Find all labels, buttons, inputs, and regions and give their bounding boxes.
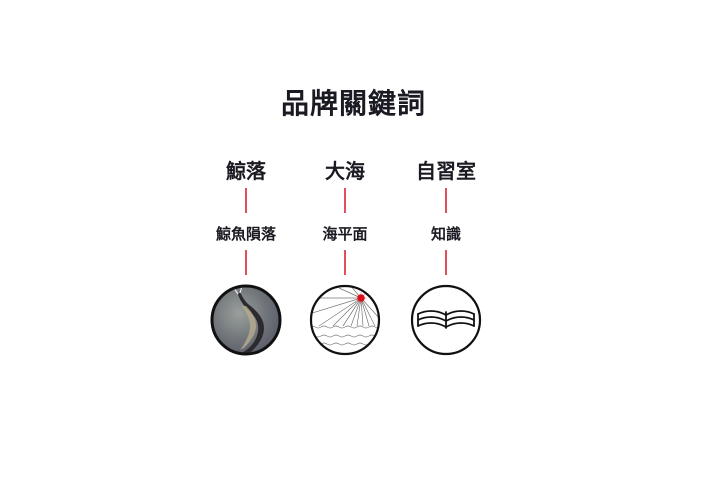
sub-keyword-label: 知識 xyxy=(430,225,461,243)
keyword-column-study-room: 自習室 知識 xyxy=(386,0,506,500)
keyword-label: 大海 xyxy=(325,159,365,183)
open-book-icon xyxy=(410,284,482,356)
keyword-label: 自習室 xyxy=(416,159,476,183)
sub-keyword-label: 鯨魚隕落 xyxy=(215,225,276,243)
connector-line xyxy=(344,250,346,275)
connector-line xyxy=(245,188,247,213)
keyword-label: 鯨落 xyxy=(226,159,266,183)
sea-horizon-sun-icon xyxy=(309,284,381,356)
page-title: 品牌關鍵詞 xyxy=(280,87,426,120)
sub-keyword-label: 海平面 xyxy=(322,225,368,243)
connector-line xyxy=(344,188,346,213)
connector-line xyxy=(445,188,447,213)
connector-line xyxy=(245,250,247,275)
whale-fall-icon xyxy=(210,284,282,356)
keyword-column-whale-fall: 鯨落 鯨魚隕落 xyxy=(186,0,306,500)
keyword-column-sea: 大海 海平面 xyxy=(285,0,405,500)
connector-line xyxy=(445,250,447,275)
